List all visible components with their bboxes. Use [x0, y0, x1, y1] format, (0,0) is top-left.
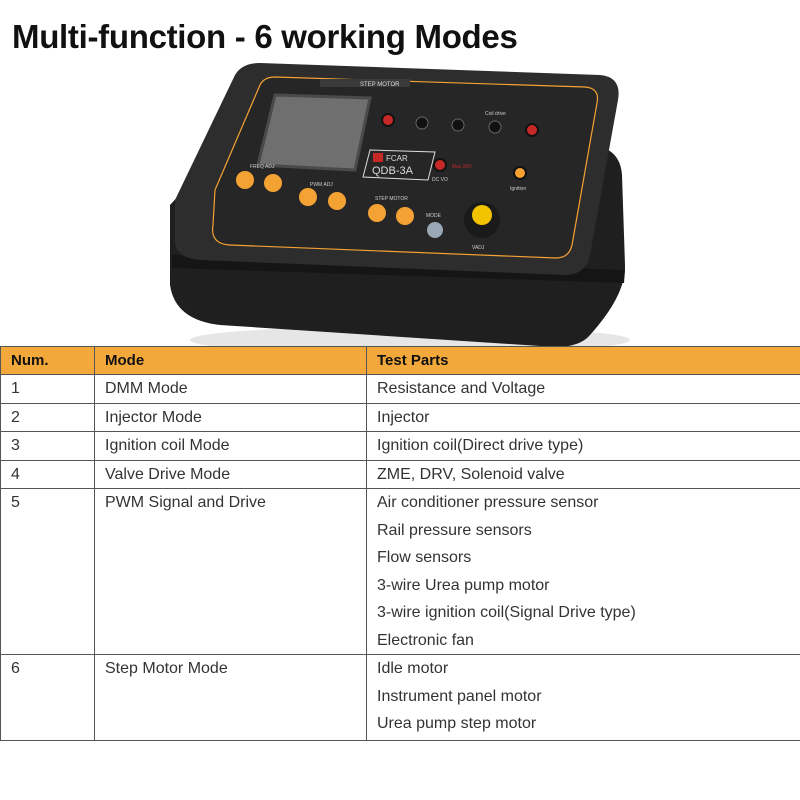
- table-row: 6 Step Motor Mode Idle motor Instrument …: [0, 654, 800, 741]
- max-voltage-label: Max 20V: [452, 164, 472, 170]
- step-cw-button[interactable]: [396, 207, 414, 225]
- row-mode: PWM Signal and Drive: [94, 488, 367, 655]
- part-item: Injector: [377, 408, 430, 426]
- row-parts: ZME, DRV, Solenoid valve: [366, 459, 800, 489]
- device-brand-logo: [373, 153, 383, 162]
- coil-drive-label: Coil drive: [485, 111, 506, 117]
- table-row: 1 DMM Mode Resistance and Voltage: [0, 374, 800, 404]
- row-parts: Resistance and Voltage: [366, 374, 800, 404]
- row-num: 1: [0, 374, 95, 404]
- part-item: Air conditioner pressure sensor: [377, 494, 599, 511]
- row-num: 2: [0, 402, 95, 432]
- device-model: QDB-3A: [372, 165, 414, 177]
- table-row: 2 Injector Mode Injector: [0, 402, 800, 432]
- row-num: 5: [0, 488, 95, 655]
- device-logo-box: [362, 149, 436, 181]
- row-num: 3: [0, 431, 95, 461]
- terminal-red-1[interactable]: [381, 113, 395, 127]
- table-header-row: Num. Mode Test Parts: [0, 346, 800, 375]
- part-item: Rail pressure sensors: [377, 521, 532, 539]
- step-ccw-button[interactable]: [368, 204, 386, 222]
- header-test-parts: Test Parts: [366, 346, 800, 375]
- pwm-plus-button[interactable]: [299, 188, 317, 206]
- row-mode: Ignition coil Mode: [94, 431, 367, 461]
- table-row: 5 PWM Signal and Drive Air conditioner p…: [0, 488, 800, 655]
- row-parts: Ignition coil(Direct drive type): [366, 431, 800, 461]
- row-parts: Injector: [366, 402, 800, 432]
- part-item: 3-wire Urea pump motor: [377, 576, 550, 594]
- part-item: ZME, DRV, Solenoid valve: [377, 465, 565, 483]
- terminal-red-3[interactable]: [433, 158, 447, 172]
- header-mode: Mode: [94, 346, 367, 375]
- part-item: Resistance and Voltage: [377, 380, 546, 397]
- device-header-strip: [320, 79, 410, 87]
- step-motor-label: STEP MOTOR: [375, 196, 408, 202]
- row-mode: Step Motor Mode: [94, 654, 367, 741]
- mode-label: MODE: [426, 213, 442, 219]
- mode-button[interactable]: [427, 222, 443, 238]
- header-num: Num.: [0, 346, 95, 375]
- part-item: Instrument panel motor: [377, 687, 542, 705]
- device-header-text: STEP MOTOR: [360, 82, 400, 88]
- vadj-knob[interactable]: [472, 205, 492, 225]
- device-photo: STEP MOTOR FCAR QDB-3A FREQ ADJ PWM ADJ …: [170, 63, 630, 354]
- part-item: Flow sensors: [377, 549, 472, 566]
- freq-adj-label: FREQ ADJ: [250, 164, 275, 170]
- row-parts: Idle motor Instrument panel motor Urea p…: [366, 654, 800, 741]
- modes-table: Num. Mode Test Parts 1 DMM Mode Resistan…: [0, 346, 800, 741]
- part-item: Idle motor: [377, 660, 449, 677]
- device-screen: [256, 93, 372, 172]
- terminal-orange[interactable]: [513, 166, 527, 180]
- row-mode: DMM Mode: [94, 374, 367, 404]
- terminal-red-2[interactable]: [525, 123, 539, 137]
- row-parts: Air conditioner pressure sensor Rail pre…: [366, 488, 800, 655]
- ignition-label: Ignition: [510, 186, 526, 192]
- dc-vo-label: DC VO: [432, 177, 448, 183]
- pwm-minus-button[interactable]: [328, 192, 346, 210]
- row-num: 6: [0, 654, 95, 741]
- pwm-adj-label: PWM ADJ: [310, 182, 333, 188]
- part-item: 3-wire ignition coil(Signal Drive type): [377, 604, 636, 621]
- vadj-label: VADJ: [472, 245, 485, 251]
- row-num: 4: [0, 459, 95, 489]
- freq-plus-button[interactable]: [236, 171, 254, 189]
- terminal-black-1[interactable]: [415, 116, 429, 130]
- part-item: Electronic fan: [377, 631, 474, 649]
- device-brand: FCAR: [386, 154, 408, 163]
- freq-minus-button[interactable]: [264, 174, 282, 192]
- part-item: Ignition coil(Direct drive type): [377, 437, 584, 454]
- table-row: 3 Ignition coil Mode Ignition coil(Direc…: [0, 431, 800, 461]
- row-mode: Injector Mode: [94, 402, 367, 432]
- table-row: 4 Valve Drive Mode ZME, DRV, Solenoid va…: [0, 459, 800, 489]
- page-title: Multi-function - 6 working Modes: [12, 18, 518, 55]
- part-item: Urea pump step motor: [377, 715, 537, 732]
- terminal-black-3[interactable]: [488, 120, 502, 134]
- row-mode: Valve Drive Mode: [94, 459, 367, 489]
- terminal-black-2[interactable]: [451, 118, 465, 132]
